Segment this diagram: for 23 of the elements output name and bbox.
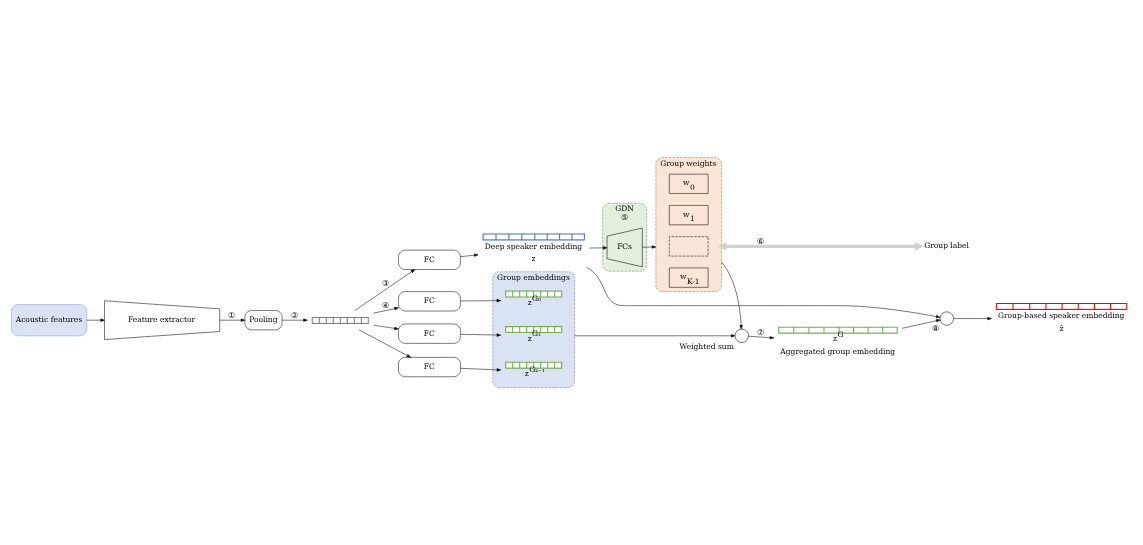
node-circle xyxy=(939,311,954,326)
arrow xyxy=(642,245,657,249)
arrow xyxy=(718,242,924,251)
node-box xyxy=(669,236,709,257)
arrow xyxy=(373,307,399,314)
arrow xyxy=(460,253,479,257)
arrow xyxy=(574,334,736,338)
arrow xyxy=(460,299,501,303)
arrow xyxy=(358,329,411,358)
node-circle xyxy=(734,328,749,343)
arrow xyxy=(586,266,941,319)
arrow xyxy=(589,246,608,250)
arrow xyxy=(460,368,501,372)
arrow xyxy=(219,318,246,322)
arrow xyxy=(373,324,399,330)
arrow xyxy=(721,261,743,330)
arrow xyxy=(953,317,992,321)
arrow xyxy=(901,319,941,329)
arrow xyxy=(281,318,308,322)
arrow xyxy=(748,335,775,340)
arrow xyxy=(460,333,501,337)
arrow xyxy=(354,269,415,311)
arrow xyxy=(86,318,105,322)
